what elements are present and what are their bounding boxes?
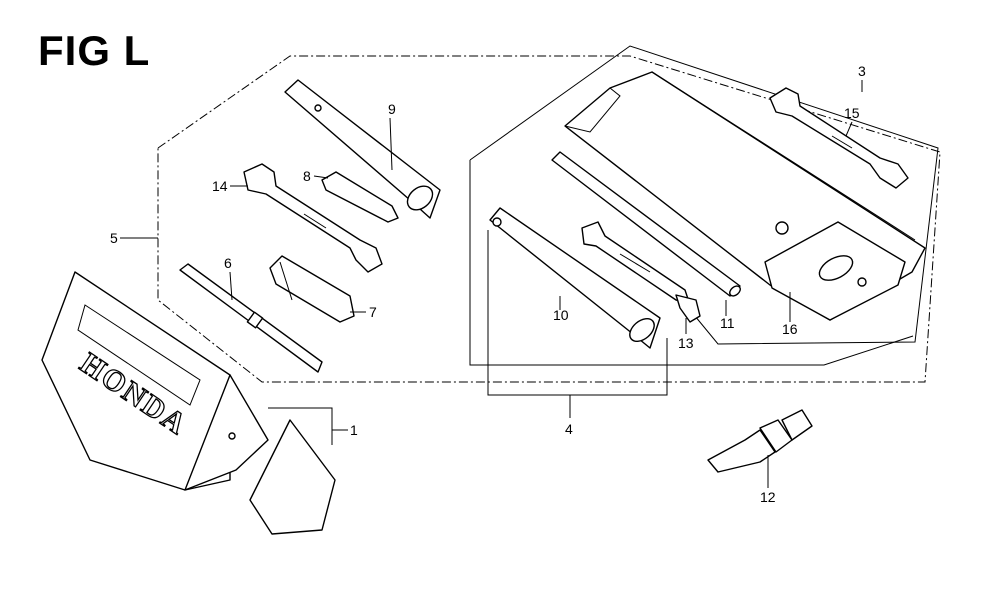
callout-15: 15 [844,105,860,121]
callout-9: 9 [388,101,396,117]
open-end-wrench-14 [243,163,383,273]
callout-4: 4 [565,421,573,437]
leader-part-9 [389,117,393,171]
leader-part-8 [313,175,329,179]
bracket-part-1 [268,407,333,445]
tool-bag [564,71,926,321]
screwdriver-shaft [179,263,323,373]
figure-title: FIG L [38,27,151,74]
screwdriver-handle [269,255,355,323]
group-boundary-toolset [157,55,941,383]
callout-16: 16 [782,321,798,337]
open-end-wrench-15 [769,87,909,189]
callout-11: 11 [720,315,735,331]
bracket-part-4 [487,230,668,396]
callout-10: 10 [553,307,569,323]
callout-12: 12 [760,489,776,505]
open-end-wrench-13 [581,221,701,323]
callout-1: 1 [350,422,358,438]
group-boundary-toolbag [469,45,939,345]
box-wrench-large [489,207,661,349]
screwdriver-tip [321,171,399,223]
callout-5: 5 [110,230,118,246]
callout-8: 8 [303,168,311,184]
callout-6: 6 [224,255,232,271]
callout-13: 13 [678,335,694,351]
callout-7: 7 [369,304,377,320]
extension-bar [551,151,741,297]
leader-part-6 [229,271,233,301]
leader-part-15 [845,121,853,137]
tool-case: HONDA [41,271,336,535]
callout-3: 3 [858,63,866,79]
group-boundary-toolbag-lower [469,160,914,366]
box-wrench-9 [284,79,441,219]
callout-14: 14 [212,178,228,194]
spark-plug [707,409,813,473]
